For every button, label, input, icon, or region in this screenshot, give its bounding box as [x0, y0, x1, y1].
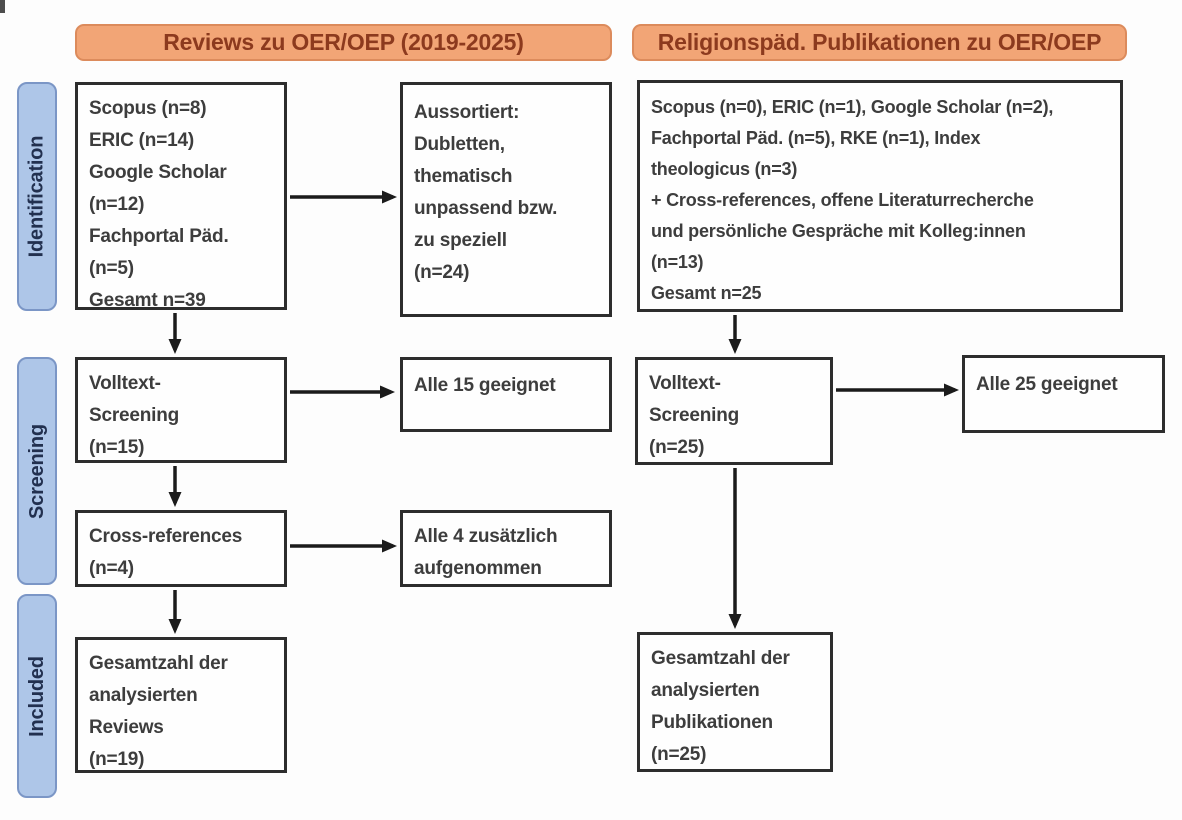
stage-label-identification: Identification	[17, 82, 57, 311]
box-reviews-fulltext-screening: Volltext- Screening (n=15)	[75, 357, 287, 463]
column-header-reviews: Reviews zu OER/OEP (2019-2025)	[75, 24, 612, 61]
box-publications-sources: Scopus (n=0), ERIC (n=1), Google Scholar…	[637, 80, 1123, 312]
box-publications-fulltext-screening: Volltext- Screening (n=25)	[635, 357, 833, 465]
box-reviews-sources: Scopus (n=8) ERIC (n=14) Google Scholar …	[75, 82, 287, 311]
box-reviews-cross-references-result: Alle 4 zusätzlich aufgenommen	[400, 510, 612, 587]
box-reviews-excluded: Aussortiert: Dubletten, thematisch unpas…	[400, 82, 612, 317]
box-reviews-included-total: Gesamtzahl der analysierten Reviews (n=1…	[75, 637, 287, 773]
stage-label-screening: Screening	[17, 357, 57, 585]
scan-artifact	[0, 0, 5, 13]
stage-label-identification-text: Identification	[25, 135, 48, 258]
box-publications-fulltext-result: Alle 25 geeignet	[962, 355, 1165, 433]
box-publications-included-total: Gesamtzahl der analysierten Publikatione…	[637, 632, 833, 772]
stage-label-screening-text: Screening	[25, 423, 48, 519]
stage-label-included: Included	[17, 594, 57, 798]
stage-label-included-text: Included	[25, 655, 48, 737]
box-reviews-fulltext-result: Alle 15 geeignet	[400, 357, 612, 432]
column-header-religionspaed: Religionspäd. Publikationen zu OER/OEP	[632, 24, 1127, 61]
box-reviews-cross-references: Cross-references (n=4)	[75, 510, 287, 587]
